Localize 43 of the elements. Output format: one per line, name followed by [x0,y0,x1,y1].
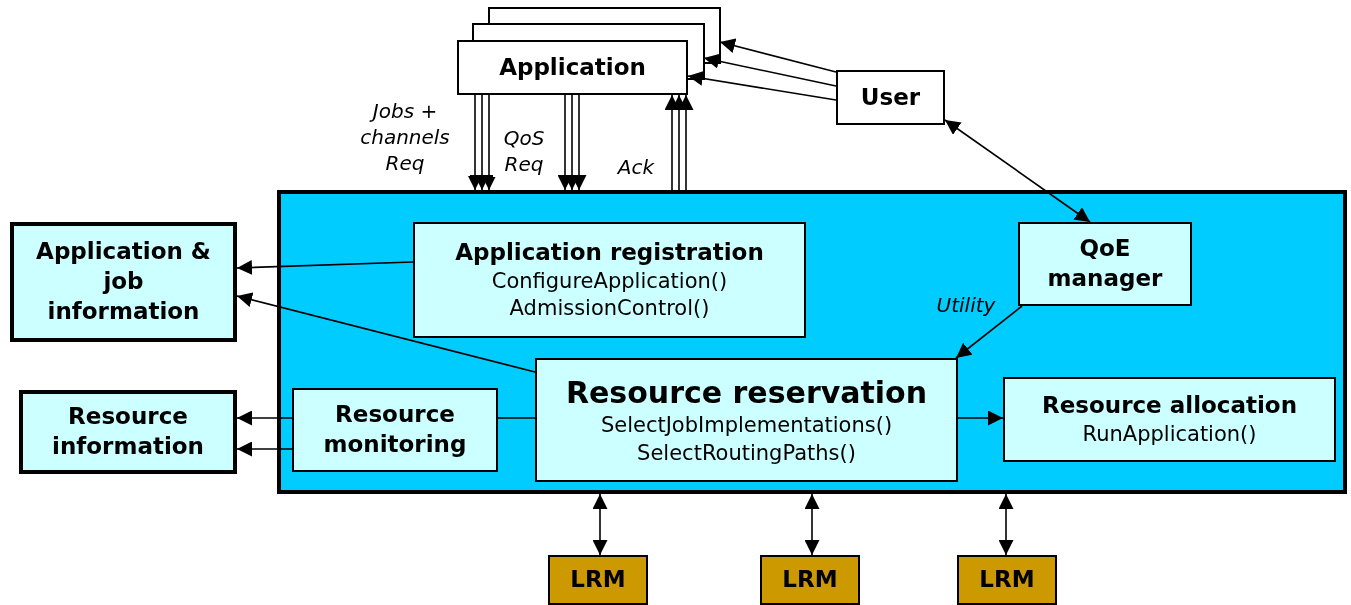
arrow [957,410,1004,426]
lrm-box [760,555,860,605]
process-box [413,222,806,338]
arrow [944,119,1091,223]
arrow [236,292,536,373]
arrow [592,493,608,556]
arrow [719,38,837,73]
box-title: QoE manager [1046,234,1164,293]
method-name: SelectRoutingPaths() [637,439,856,467]
data-store-box [19,390,237,474]
box-title: Application [499,52,646,82]
arrow [687,71,837,101]
arrow [236,441,293,457]
method-name: AdmissionControl() [509,294,710,322]
user-box [836,70,945,125]
method-name: ConfigureApplication() [491,267,728,295]
process-box [292,388,498,472]
box-title: Application & job information [35,237,212,326]
process-box [1003,377,1336,462]
arrow [998,493,1014,556]
method-name: SelectJobImplementations() [600,412,893,440]
box-title: Application registration [455,237,764,267]
data-store-box [10,222,237,342]
box-title: LRM [979,565,1035,595]
process-box [1018,222,1192,306]
process-box [535,358,958,482]
system-panel [277,190,1347,494]
box-title: Resource allocation [1041,390,1298,420]
method-name: RunApplication() [1082,420,1257,448]
application-box [457,40,688,95]
box-title: Resource monitoring [322,400,468,459]
arrow [955,305,1023,359]
box-title: User [860,82,921,112]
lrm-box [548,555,648,605]
arrow [804,493,820,556]
arrow [236,410,293,426]
arrow [703,53,837,87]
box-title: LRM [570,565,626,595]
box-title: Resource information [51,402,205,461]
box-title: Resource reservation [565,374,928,413]
box-title: LRM [782,565,838,595]
arrow [236,260,414,275]
lrm-box [957,555,1057,605]
